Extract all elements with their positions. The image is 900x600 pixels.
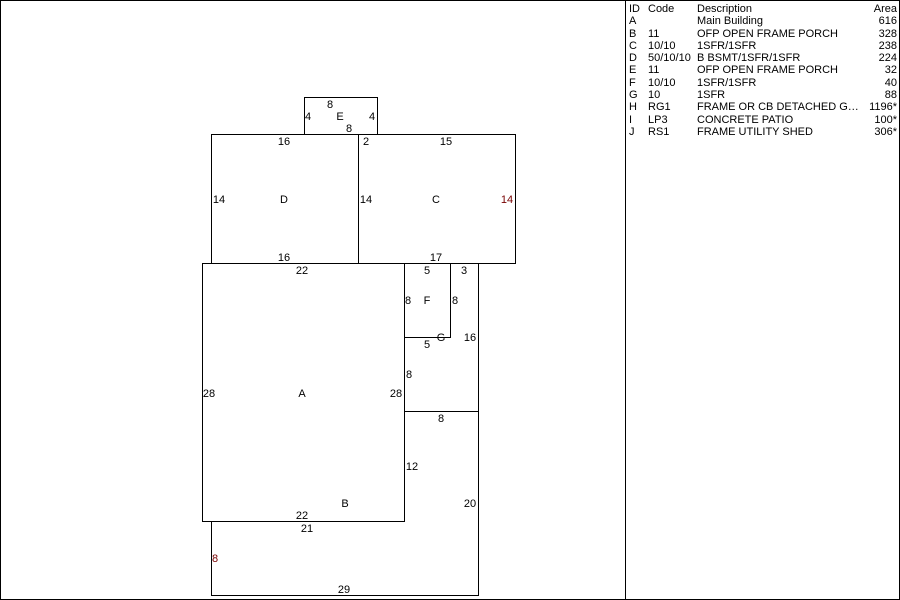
row-code: 11 <box>648 64 660 77</box>
row-id: I <box>629 113 633 126</box>
legend-row[interactable]: A Main Building 616 <box>626 15 898 27</box>
area-g-label: G <box>437 332 446 344</box>
row-area: 32 <box>884 64 897 77</box>
header-description: Description <box>697 3 753 15</box>
row-id: C <box>629 39 637 52</box>
area-e-label: E <box>336 111 343 123</box>
row-id: H <box>629 101 637 114</box>
row-area: 88 <box>884 89 897 102</box>
row-description: FRAME OR CB DETACHED G… <box>697 101 859 114</box>
dim-d-left: 14 <box>213 194 225 206</box>
dim-a-left: 28 <box>203 388 215 400</box>
row-area: 238 <box>878 39 897 52</box>
row-id: B <box>629 27 637 40</box>
dim-e-top: 8 <box>327 99 333 111</box>
row-area: 40 <box>884 76 897 89</box>
dim-f-top: 5 <box>424 265 430 277</box>
dim-d-top: 16 <box>278 136 290 148</box>
row-description: CONCRETE PATIO <box>697 113 794 126</box>
row-code: RG1 <box>648 101 671 114</box>
legend-row[interactable]: J RS1 FRAME UTILITY SHED 306* <box>626 126 898 138</box>
row-description: OFP OPEN FRAME PORCH <box>697 64 838 77</box>
row-description: FRAME UTILITY SHED <box>697 125 813 138</box>
row-description: 1SFR <box>697 89 726 102</box>
row-id: F <box>629 76 636 89</box>
area-c-label: C <box>432 194 440 206</box>
row-code: 10 <box>648 89 661 102</box>
legend-row[interactable]: H RG1 FRAME OR CB DETACHED G… 1196* <box>626 101 898 113</box>
legend-row[interactable]: D 50/10/10 B BSMT/1SFR/1SFR 224 <box>626 52 898 64</box>
row-id: A <box>629 15 637 28</box>
dim-f-left: 8 <box>405 295 411 307</box>
legend-row[interactable]: F 10/10 1SFR/1SFR 40 <box>626 77 898 89</box>
area-d-label: D <box>280 194 288 206</box>
row-code: 50/10/10 <box>648 52 691 65</box>
dim-a-right: 28 <box>390 388 402 400</box>
row-description: 1SFR/1SFR <box>697 39 757 52</box>
area-a-outline[interactable] <box>202 263 405 522</box>
row-id: D <box>629 52 637 65</box>
row-code: 11 <box>648 27 660 40</box>
dim-c-top: 15 <box>440 136 452 148</box>
legend-row[interactable]: B 11 OFP OPEN FRAME PORCH 328 <box>626 28 898 40</box>
row-code: 10/10 <box>648 39 676 52</box>
row-area: 616 <box>878 15 897 28</box>
dim-e-left: 4 <box>305 111 311 123</box>
dim-b-top: 21 <box>301 523 313 535</box>
row-description: Main Building <box>697 15 764 28</box>
row-id: G <box>629 89 638 102</box>
dim-b-left-upper: 12 <box>406 461 418 473</box>
header-id: ID <box>629 3 640 15</box>
legend-row[interactable]: E 11 OFP OPEN FRAME PORCH 32 <box>626 64 898 76</box>
area-b-label: B <box>341 498 348 510</box>
dim-e-right: 4 <box>369 111 375 123</box>
dim-e-bottom: 8 <box>346 123 352 135</box>
row-area: 328 <box>878 27 897 40</box>
area-b-outline[interactable] <box>211 411 479 596</box>
dim-f-bottom: 5 <box>424 339 430 351</box>
dim-g-right: 16 <box>464 332 476 344</box>
row-area: 306* <box>874 125 897 138</box>
dim-g-left: 8 <box>406 369 412 381</box>
row-code <box>648 15 697 27</box>
row-code: 10/10 <box>648 76 676 89</box>
row-id: E <box>629 64 637 77</box>
dim-b-bottom: 29 <box>338 584 350 596</box>
row-area: 1196* <box>869 101 897 114</box>
dim-b-left: 8 <box>212 553 218 565</box>
building-sketch: 8 4 E 4 8 16 14 D 16 2 15 14 C 14 17 22 … <box>202 97 516 596</box>
row-description: B BSMT/1SFR/1SFR <box>697 52 801 65</box>
dim-g-bottom: 8 <box>438 413 444 425</box>
legend-header-row: ID Code Description Area <box>626 3 898 15</box>
dim-c-bottom: 17 <box>430 252 442 264</box>
row-area: 224 <box>878 52 897 65</box>
dim-g-top: 3 <box>461 265 467 277</box>
dim-c-right: 14 <box>501 194 513 206</box>
legend-row[interactable]: C 10/10 1SFR/1SFR 238 <box>626 40 898 52</box>
row-description: OFP OPEN FRAME PORCH <box>697 27 838 40</box>
row-area: 100* <box>874 113 897 126</box>
row-id: J <box>629 125 635 138</box>
legend-row[interactable]: G 10 1SFR 88 <box>626 89 898 101</box>
dim-c-top-left: 2 <box>363 136 369 148</box>
row-code: RS1 <box>648 125 670 138</box>
header-area: Area <box>873 3 897 15</box>
dim-f-right: 8 <box>452 295 458 307</box>
dim-a-bottom: 22 <box>296 510 308 522</box>
dim-d-bottom: 16 <box>278 252 290 264</box>
dim-a-top: 22 <box>296 265 308 277</box>
header-code: Code <box>648 3 675 15</box>
area-a-label: A <box>298 388 306 400</box>
panel-divider <box>625 0 626 600</box>
row-description: 1SFR/1SFR <box>697 76 757 89</box>
area-f-label: F <box>424 295 431 307</box>
row-code: LP3 <box>648 113 668 126</box>
dim-c-left: 14 <box>360 194 372 206</box>
dim-b-right: 20 <box>464 498 476 510</box>
legend-row[interactable]: I LP3 CONCRETE PATIO 100* <box>626 114 898 126</box>
